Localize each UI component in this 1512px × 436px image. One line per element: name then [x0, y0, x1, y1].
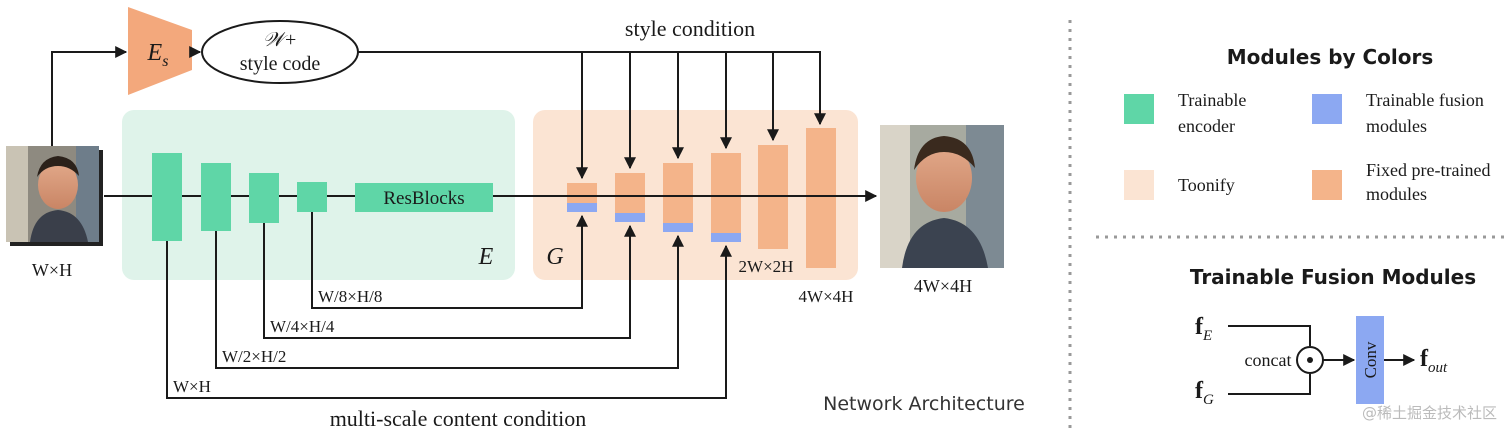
- fusion-input-g-subscript: G: [1203, 392, 1214, 408]
- fusion-concat-label: concat: [1245, 350, 1292, 370]
- legend-label-pretrained-2: modules: [1366, 184, 1427, 204]
- resblocks-block: [355, 183, 493, 212]
- fusion-block-4: [711, 233, 741, 242]
- fusion-output-symbol: f: [1420, 346, 1429, 372]
- fusion-panel-title: Trainable Fusion Modules: [1190, 265, 1476, 289]
- legend-swatch-fusion: [1312, 94, 1342, 124]
- generator-block-3: [663, 163, 693, 223]
- legend-swatch-encoder: [1124, 94, 1154, 124]
- content-condition-label: multi-scale content condition: [330, 406, 587, 431]
- style-code-label: style code: [240, 53, 321, 75]
- style-encoder-subscript: s: [162, 53, 168, 70]
- fusion-input-e: fE: [1195, 314, 1212, 344]
- encoder-block-2: [201, 163, 231, 231]
- encoder-block-4: [297, 182, 327, 212]
- content-scale-w1: W×H: [173, 377, 211, 396]
- fusion-conv-label: Conv: [1361, 341, 1380, 378]
- output-photo: [880, 125, 1004, 268]
- fusion-line-e: [1228, 325, 1311, 346]
- fusion-output: fout: [1420, 346, 1448, 376]
- style-condition-label: style condition: [625, 16, 755, 41]
- style-encoder-letter: E: [147, 40, 163, 66]
- gen-scale-2w: 2W×2H: [739, 257, 794, 276]
- content-path-w8: [311, 212, 588, 309]
- fusion-input-e-subscript: E: [1202, 328, 1212, 344]
- generator-block-2: [615, 173, 645, 213]
- fusion-conv-block: [1356, 316, 1384, 404]
- legend-swatch-pretrained: [1312, 170, 1342, 200]
- legend-label-encoder-2: encoder: [1178, 116, 1235, 136]
- legend-label-encoder-1: Trainable: [1178, 90, 1246, 110]
- content-scale-w8: W/8×H/8: [318, 287, 382, 306]
- legend-swatch-toonify: [1124, 170, 1154, 200]
- legend-label-pretrained-1: Fixed pre-trained: [1366, 160, 1490, 180]
- legend-label-fusion-1: Trainable fusion: [1366, 90, 1484, 110]
- content-path-w4: [263, 223, 636, 339]
- encoder-label: E: [478, 244, 494, 270]
- generator-label: G: [546, 244, 563, 270]
- network-architecture-label: Network Architecture: [823, 393, 1025, 415]
- input-to-es-arrow: [51, 46, 128, 146]
- fusion-block-1: [567, 203, 597, 212]
- encoder-block-1: [152, 153, 182, 241]
- gen-scale-4w: 4W×4H: [799, 287, 854, 306]
- fusion-block-2: [615, 213, 645, 222]
- generator-block-6: [806, 128, 836, 268]
- watermark: @稀土掘金技术社区: [1362, 404, 1497, 422]
- content-scale-w2: W/2×H/2: [222, 347, 286, 366]
- resblocks-label: ResBlocks: [383, 188, 464, 209]
- style-condition-line: [358, 51, 826, 126]
- legend-label-fusion-2: modules: [1366, 116, 1427, 136]
- style-encoder-block: [128, 7, 192, 95]
- fusion-input-g-symbol: f: [1195, 378, 1204, 404]
- input-size-label: W×H: [32, 260, 72, 280]
- legend-title: Modules by Colors: [1227, 45, 1434, 69]
- style-encoder-label: Es: [147, 40, 169, 70]
- content-path-w2: [215, 231, 684, 369]
- encoder-block-3: [249, 173, 279, 223]
- fusion-output-subscript: out: [1428, 360, 1448, 376]
- legend-label-toonify: Toonify: [1178, 175, 1235, 195]
- input-photo: [6, 146, 103, 246]
- output-size-label: 4W×4H: [914, 276, 972, 296]
- content-scale-w4: W/4×H/4: [270, 317, 335, 336]
- fusion-input-e-symbol: f: [1195, 314, 1204, 340]
- generator-block-1: [567, 183, 597, 203]
- style-code-symbol: 𝒲+: [263, 29, 297, 51]
- generator-block-4: [711, 153, 741, 233]
- fusion-block-3: [663, 223, 693, 232]
- content-path-w1: [166, 241, 732, 399]
- fusion-input-g: fG: [1195, 378, 1214, 408]
- fusion-operator-dot: [1307, 357, 1313, 363]
- fusion-line-g: [1228, 374, 1311, 395]
